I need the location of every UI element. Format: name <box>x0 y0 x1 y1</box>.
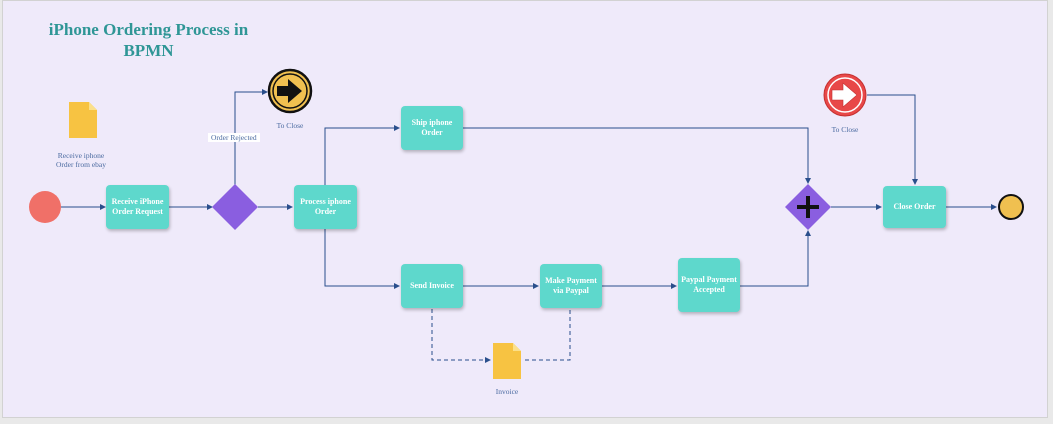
label-invoice-document: Invoice <box>495 387 519 396</box>
plus-icon <box>797 196 819 218</box>
link-event-to-close[interactable] <box>267 68 313 114</box>
label-to-close-top: To Close <box>276 121 304 130</box>
flow-accepted-to-join <box>740 230 811 287</box>
label-receive-document: Receive iphone Order from ebay <box>56 151 106 169</box>
task-close-order[interactable]: Close Order <box>883 186 946 228</box>
start-event[interactable] <box>29 191 61 223</box>
association-doc-to-payment <box>525 309 571 361</box>
association-invoice-to-doc <box>431 309 491 363</box>
document-receive-icon <box>69 102 97 138</box>
label-to-close-right: To Close <box>831 125 859 134</box>
connectors-layer <box>29 68 1024 379</box>
document-invoice-icon <box>493 343 521 379</box>
task-process-order[interactable]: Process iphone Order <box>294 185 357 229</box>
task-receive-order-request[interactable]: Receive iPhone Order Request <box>106 185 169 229</box>
exclusive-gateway[interactable] <box>212 184 258 230</box>
flow-process-to-invoice <box>324 229 400 289</box>
link-event-to-close-right[interactable] <box>823 73 867 117</box>
flow-order-rejected <box>234 89 268 185</box>
diagram-title: iPhone Ordering Process in BPMN <box>48 20 249 60</box>
arrow-right-icon <box>831 82 858 108</box>
flow-ship-to-join <box>463 127 811 184</box>
flow-process-to-ship <box>324 125 400 185</box>
task-send-invoice[interactable]: Send Invoice <box>401 264 463 308</box>
end-event[interactable] <box>998 194 1024 220</box>
arrow-right-icon <box>277 79 302 103</box>
task-paypal-accepted[interactable]: Paypal Payment Accepted <box>678 258 740 312</box>
flow-label-order-rejected: Order Rejected <box>208 133 260 142</box>
parallel-gateway[interactable] <box>785 184 831 230</box>
diagram-canvas: iPhone Ordering Process in BPMN <box>2 0 1048 418</box>
flow-toclose-to-close <box>867 94 918 185</box>
task-make-payment[interactable]: Make Payment via Paypal <box>540 264 602 308</box>
task-ship-order[interactable]: Ship iphone Order <box>401 106 463 150</box>
